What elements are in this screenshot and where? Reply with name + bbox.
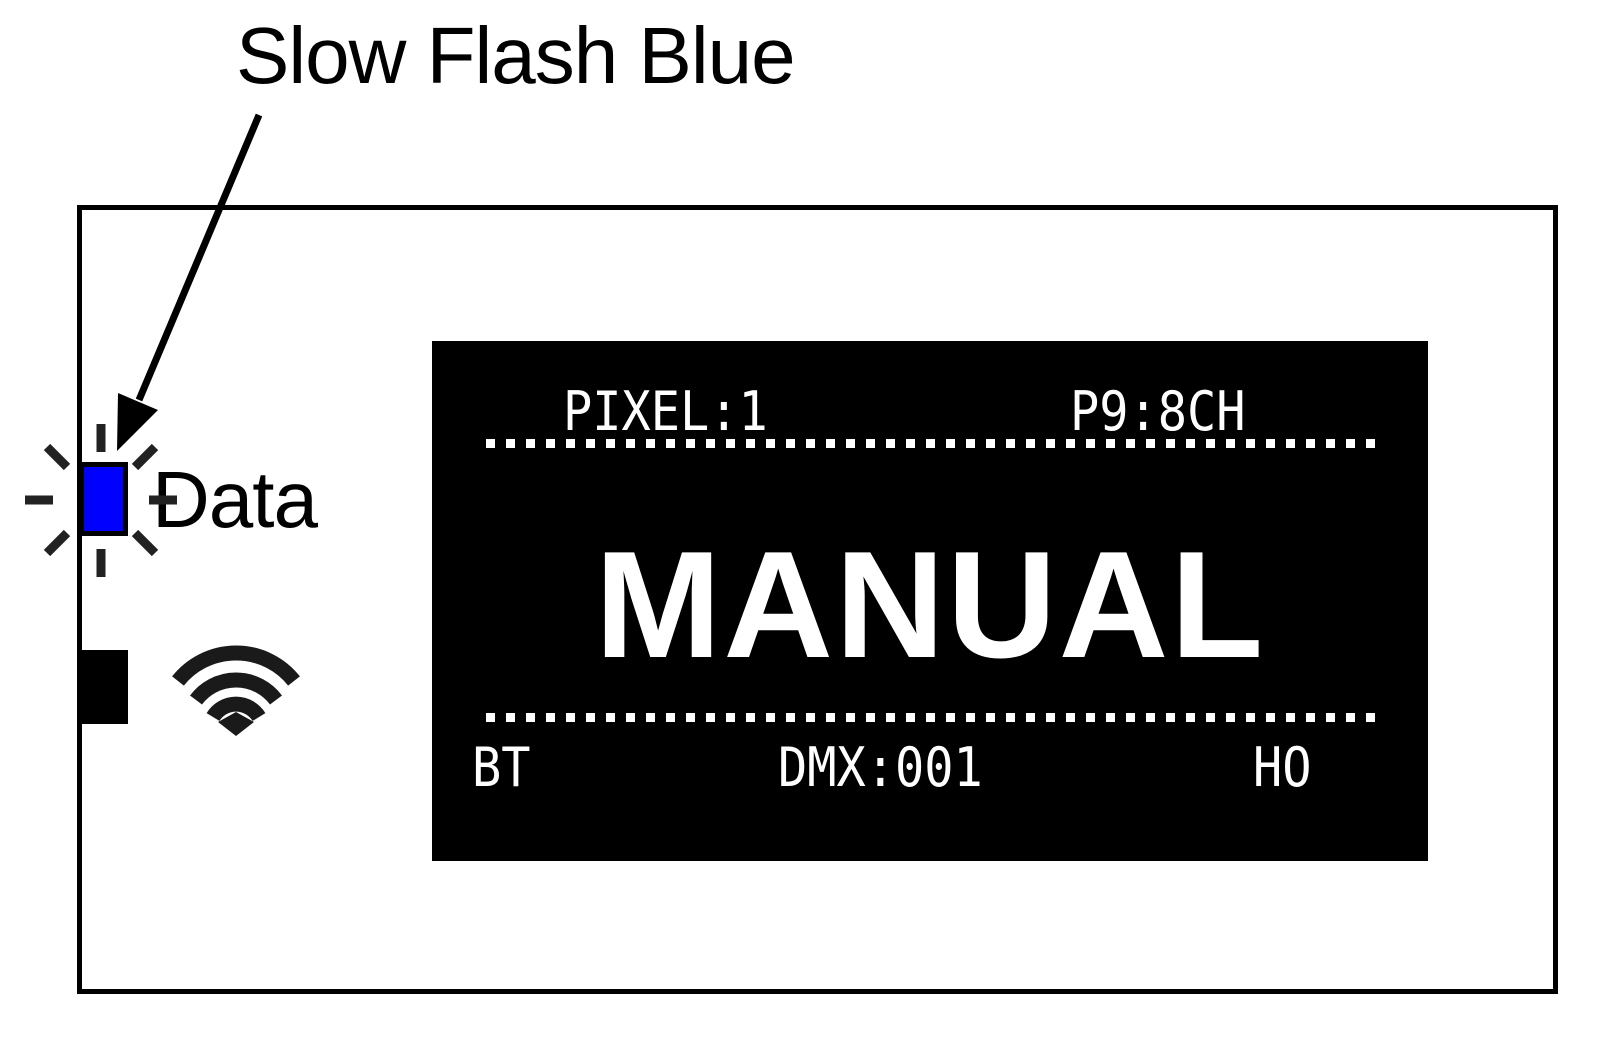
port-block [78, 650, 128, 724]
pixel-readout: PIXEL:1 [563, 380, 768, 443]
mode-text: MANUAL [594, 520, 1266, 690]
wifi-dot [218, 712, 254, 736]
bt-indicator: BT [472, 736, 531, 799]
bottom-divider [486, 713, 1380, 722]
data-led [79, 462, 128, 536]
arrow-icon [117, 113, 263, 451]
flash-rays-icon [25, 424, 177, 577]
annotation-label: Slow Flash Blue [236, 11, 796, 100]
data-led-label: Data [152, 455, 318, 544]
dmx-address: DMX:001 [778, 736, 983, 799]
lcd-display: PIXEL:1 P9:8CH MANUAL BT DMX:001 HO [432, 341, 1428, 861]
wifi-icon [172, 645, 300, 722]
ho-indicator: HO [1253, 736, 1312, 799]
top-divider [486, 439, 1380, 448]
profile-readout: P9:8CH [1070, 380, 1246, 443]
